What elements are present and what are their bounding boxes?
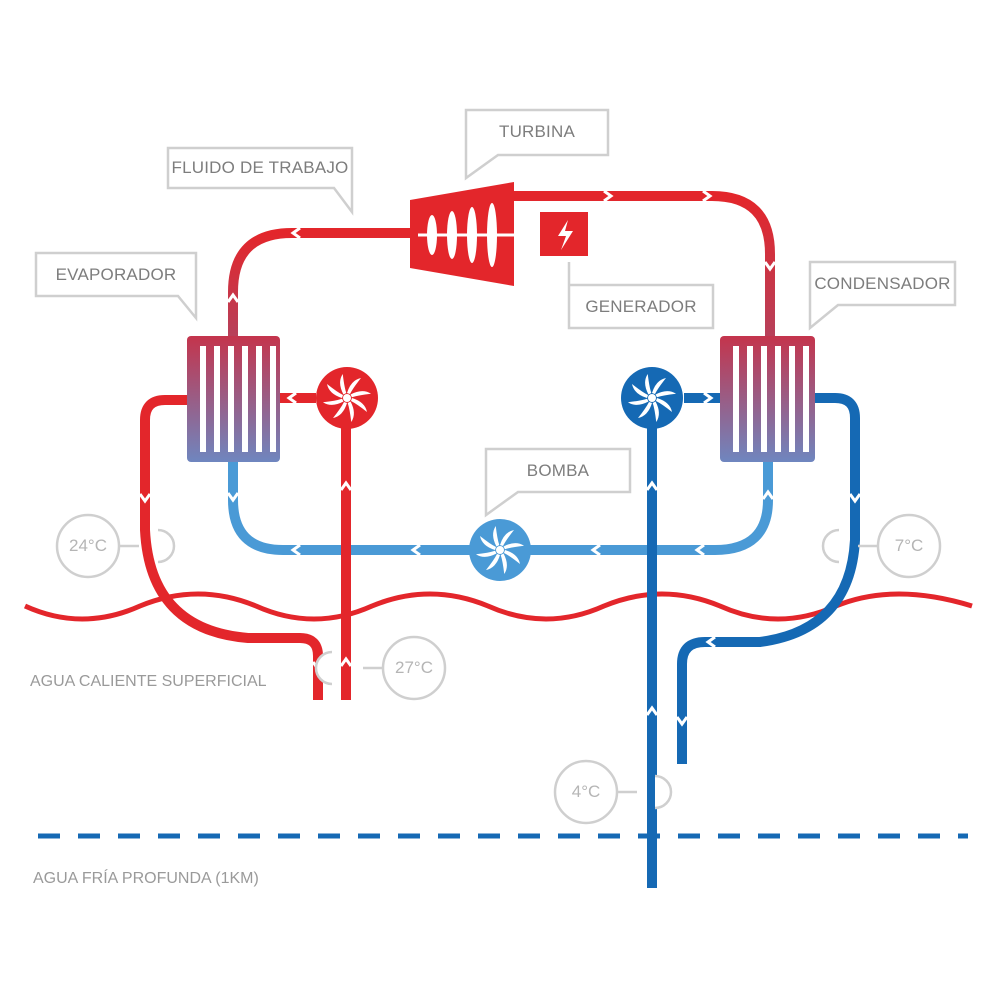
working-fluid-pump-icon <box>469 519 531 581</box>
callout-turbina <box>464 108 610 181</box>
label-bomba: BOMBA <box>526 461 590 480</box>
callout-condensador <box>808 260 957 331</box>
cold-water-pump-icon <box>621 367 683 429</box>
label-fluido-de-trabajo: FLUIDO DE TRABAJO <box>171 158 349 177</box>
callout-evaporador <box>34 251 198 322</box>
generator-icon <box>540 212 588 256</box>
lightning-icon <box>558 220 573 250</box>
label-evaporador: EVAPORADOR <box>55 265 177 284</box>
temperature-markers <box>55 513 942 825</box>
zone-deep-label: AGUA FRÍA PROFUNDA (1KM) <box>33 870 259 887</box>
working-fluid-hot-right <box>514 191 775 336</box>
callout-generador <box>567 262 715 330</box>
label-condensador: CONDENSADOR <box>814 274 951 293</box>
temp-cold-return: 7°C <box>894 536 924 555</box>
callout-fluido <box>166 146 354 216</box>
working-fluid-hot-left <box>228 228 412 336</box>
water-surface-wave <box>23 591 973 622</box>
flow-arrows-working <box>226 189 777 557</box>
callout-bomba <box>484 447 632 518</box>
label-turbina: TURBINA <box>498 122 576 141</box>
hot-water-outlet <box>140 395 323 700</box>
condenser-exchanger <box>720 336 815 462</box>
label-generador: GENERADOR <box>585 297 697 316</box>
temp-surface-left: 24°C <box>69 536 107 555</box>
hot-water-pump-icon <box>316 367 378 429</box>
evaporator-exchanger <box>187 336 280 462</box>
temp-deep-intake: 4°C <box>571 782 601 801</box>
flow-arrows-cold <box>645 391 862 727</box>
callout-boxes <box>34 108 957 518</box>
zone-surface-label: AGUA CALIENTE SUPERFICIAL <box>30 673 267 690</box>
temp-surface-intake: 27°C <box>395 658 433 677</box>
turbine-icon <box>410 182 540 286</box>
cold-water-outlet <box>677 393 860 764</box>
